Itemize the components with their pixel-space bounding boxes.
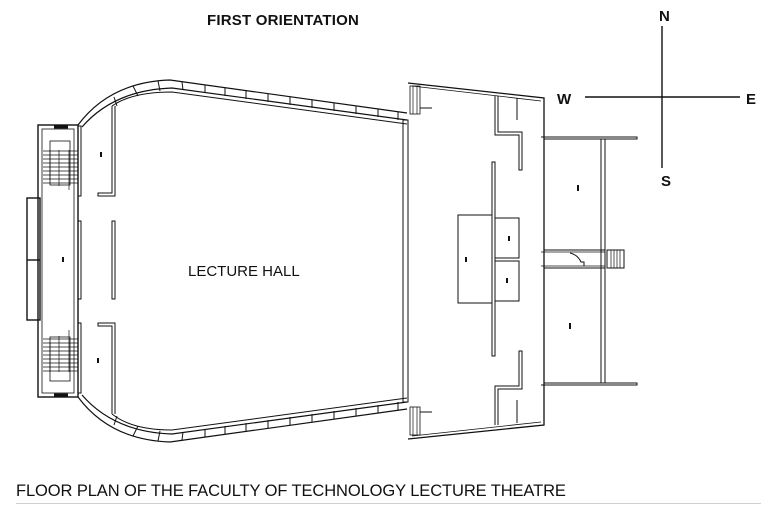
compass-north-label: N (659, 8, 670, 25)
lecture-hall-label: LECTURE HALL (188, 263, 300, 280)
diagram-caption: FLOOR PLAN OF THE FACULTY OF TECHNOLOGY … (16, 482, 566, 500)
east-rooms (541, 136, 638, 386)
compass-west-label: W (557, 91, 572, 108)
lobby-walls (62, 106, 116, 414)
stage-area (407, 82, 545, 440)
compass-east-label: E (746, 91, 757, 108)
compass-south-label: S (661, 173, 672, 190)
west-wing (26, 124, 79, 398)
lecture-hall-walls (77, 79, 409, 443)
caption-underline (16, 503, 761, 504)
diagram-title: FIRST ORIENTATION (207, 12, 360, 29)
compass-rose-icon (585, 26, 740, 168)
